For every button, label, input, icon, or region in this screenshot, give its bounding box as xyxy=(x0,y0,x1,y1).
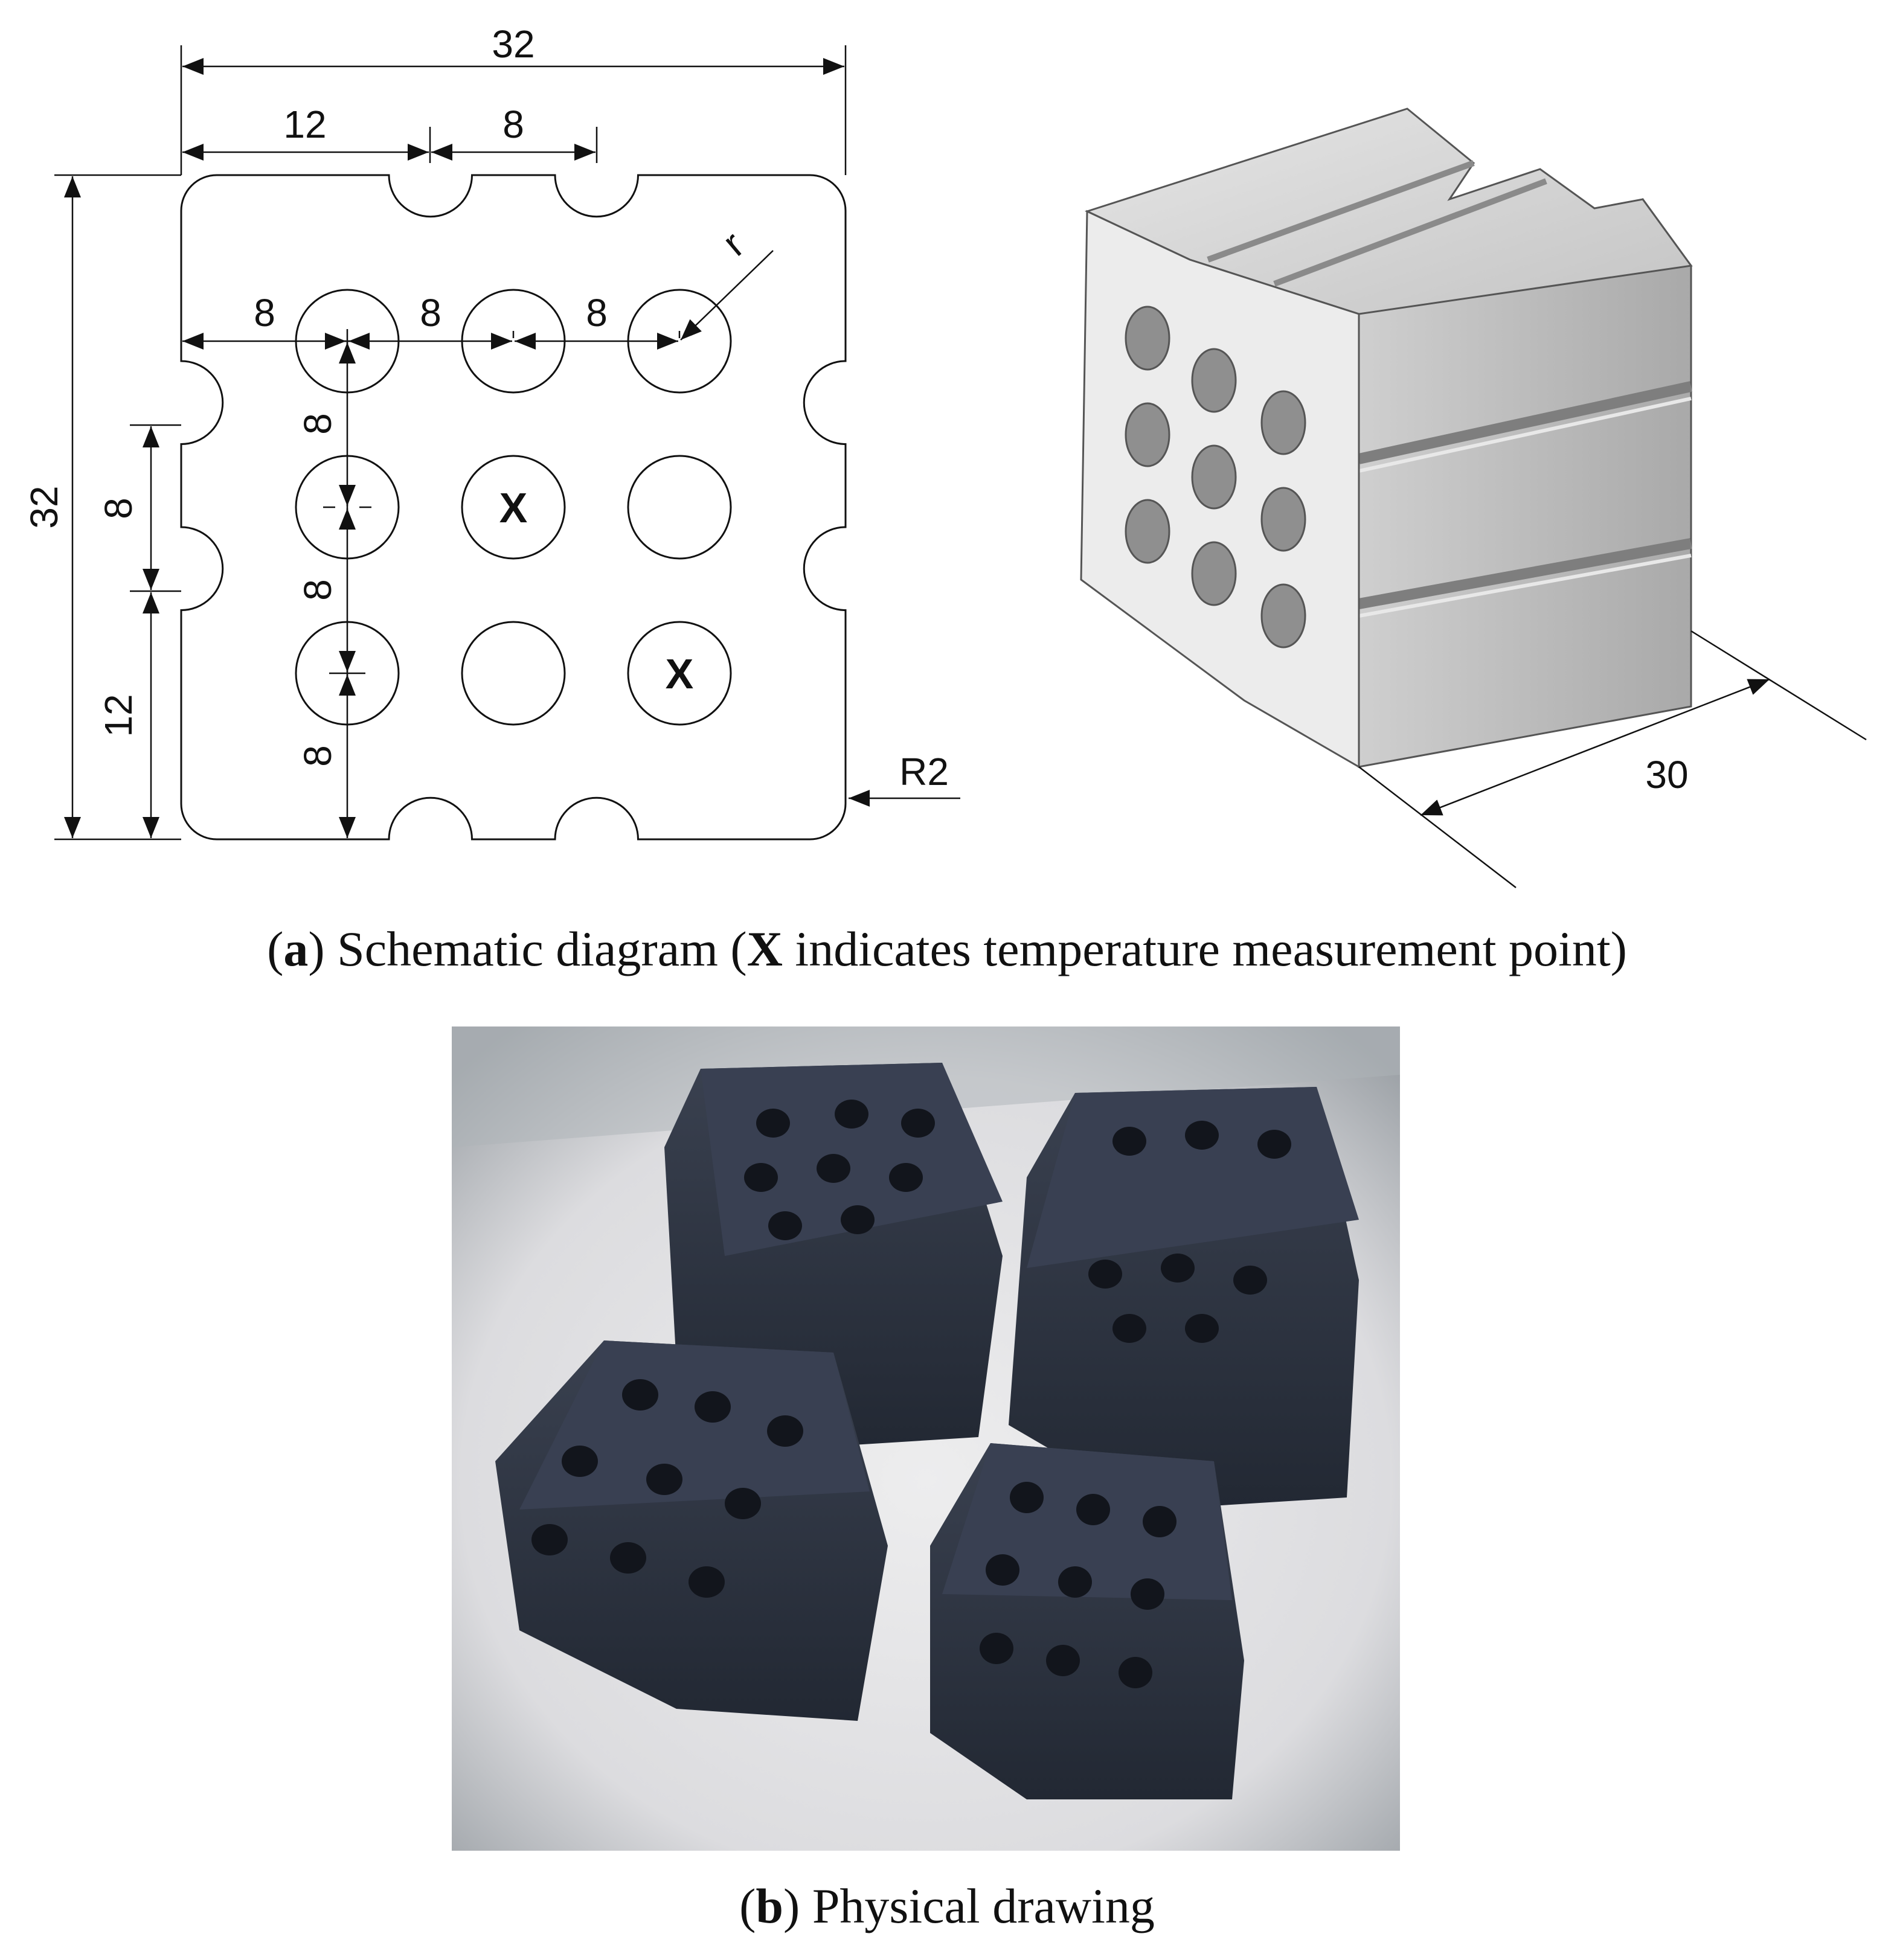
dim-overall-width: 32 xyxy=(492,22,534,66)
briquette-sample xyxy=(930,1443,1244,1799)
dim-top-left-offset: 12 xyxy=(283,103,326,146)
dim-hole-pitch-1: 8 xyxy=(420,291,441,335)
dim-top-notch-pitch: 8 xyxy=(502,103,524,146)
dim-hole-row-offset: 8 xyxy=(254,291,275,335)
dim-left-notch-pitch: 8 xyxy=(97,498,140,519)
dim-hole-col-3: 8 xyxy=(296,745,339,767)
isometric-view: 30 xyxy=(1080,107,1867,888)
measurement-mark: X xyxy=(499,484,528,531)
hole-measurement-point xyxy=(461,455,566,560)
hole-measurement-point xyxy=(627,621,732,726)
front-holes xyxy=(1125,306,1306,649)
caption-b: (b) Physical drawing xyxy=(739,1878,1155,1933)
dim-left-offset-lower: 12 xyxy=(97,694,140,737)
dim-hole-col-1: 8 xyxy=(296,413,339,435)
caption-b-letter: b xyxy=(756,1878,784,1933)
dim-overall-height: 32 xyxy=(22,485,66,528)
briquette-sample xyxy=(1009,1087,1359,1510)
briquette-sample xyxy=(495,1340,888,1721)
dim-hole-col-2: 8 xyxy=(296,579,339,601)
schematic-drawing: X X 32 12 8 8 8 8 r 32 8 12 xyxy=(22,22,960,841)
caption-a: (a) Schematic diagram (X indicates tempe… xyxy=(267,921,1627,976)
measurement-mark: X xyxy=(666,650,694,697)
hole xyxy=(461,621,566,726)
caption-a-letter: a xyxy=(283,921,309,976)
briquette-outline xyxy=(180,174,847,841)
caption-a-marker: X xyxy=(746,921,783,976)
physical-photo xyxy=(452,1026,1400,1851)
hole xyxy=(627,455,732,560)
dim-corner-radius: R2 xyxy=(899,750,949,793)
dim-depth: 30 xyxy=(1645,753,1688,796)
dim-radius: r xyxy=(714,223,753,264)
dim-hole-pitch-2: 8 xyxy=(586,291,608,335)
